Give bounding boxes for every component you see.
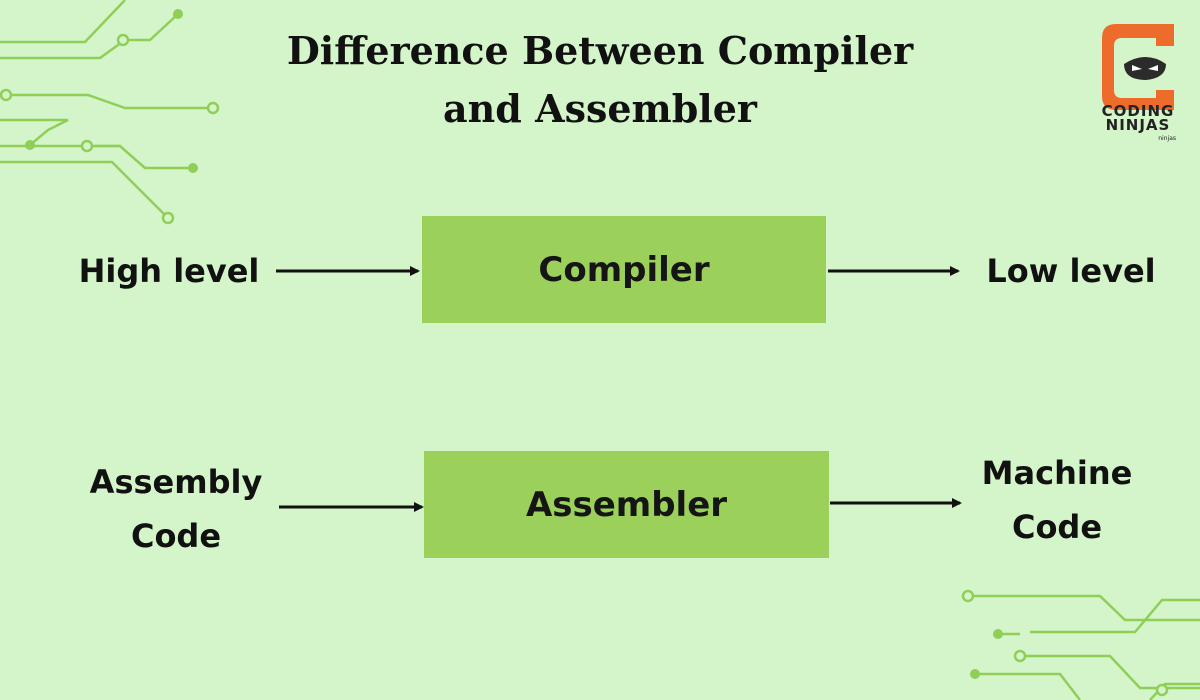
assembler-box: Assembler xyxy=(424,451,829,558)
logo-line-1: CODING xyxy=(1101,102,1175,120)
title-line-1: Difference Between Compiler xyxy=(286,28,914,73)
coding-ninjas-logo-icon xyxy=(1102,24,1174,110)
output-label-low-level: Low level xyxy=(986,252,1156,290)
compiler-box: Compiler xyxy=(422,216,826,323)
assembler-label: Assembler xyxy=(525,484,728,525)
logo-wordmark: CODING NINJAS ninjas xyxy=(1094,104,1182,146)
logo-line-2: NINJAS xyxy=(1105,116,1171,134)
input-label-high-level: High level xyxy=(78,252,260,290)
logo-tagline: ninjas xyxy=(1158,135,1176,142)
compiler-label: Compiler xyxy=(538,249,710,290)
output-label-machine-code: Machine Code xyxy=(981,454,1133,546)
title-line-2: and Assembler xyxy=(443,86,757,131)
input-label-assembly-code: Assembly Code xyxy=(89,463,263,555)
diagram-title: Difference Between Compiler and Assemble… xyxy=(0,22,1200,138)
